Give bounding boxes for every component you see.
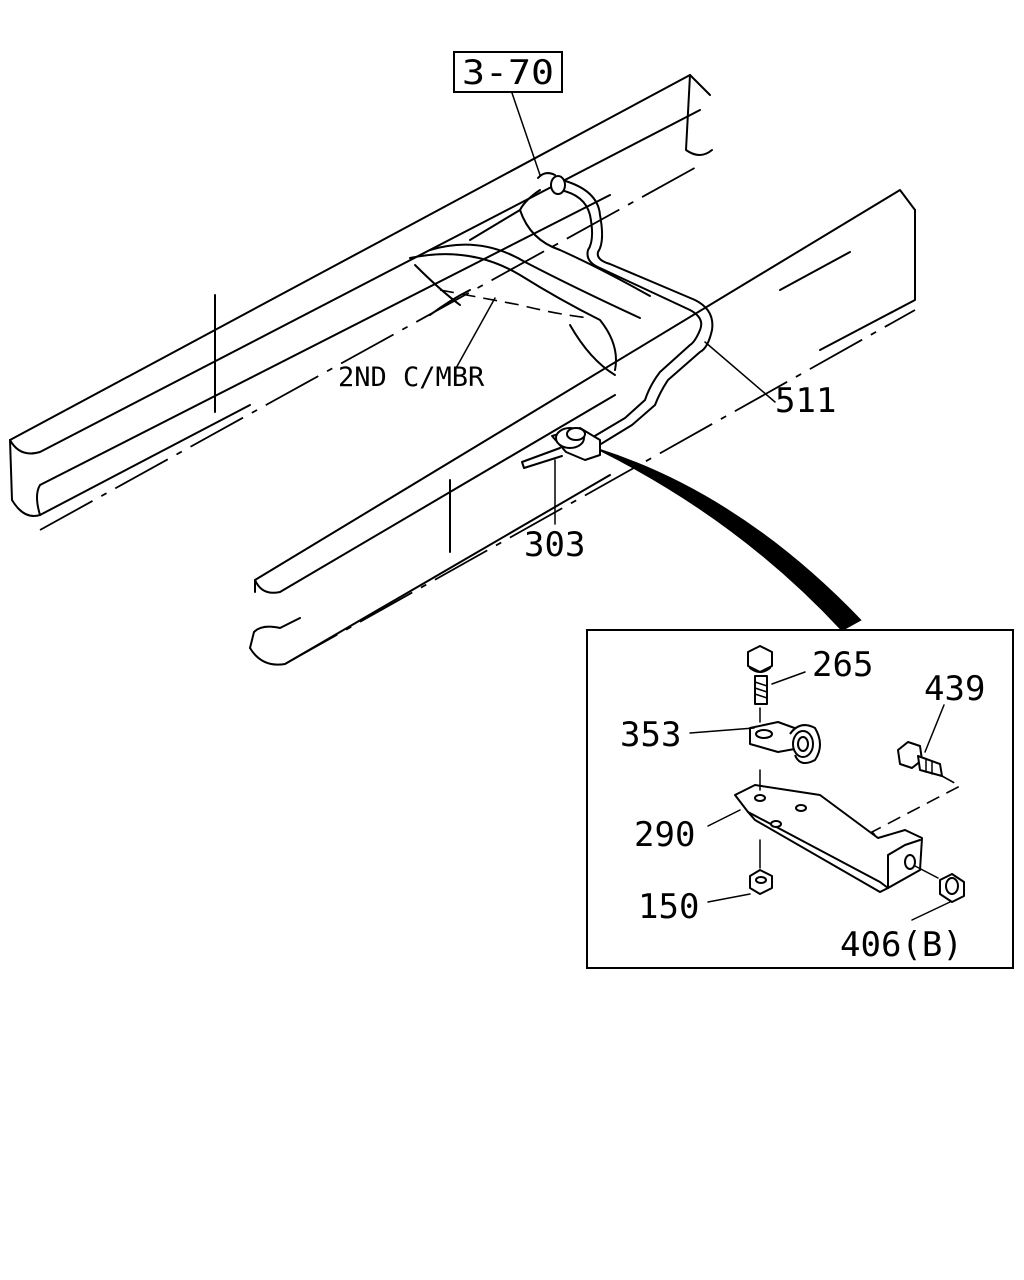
part-303-label: 303 <box>524 525 585 565</box>
part-265-label: 265 <box>812 645 873 685</box>
nut-406b <box>914 865 965 903</box>
second-crossmember <box>409 189 651 376</box>
reference-label: 3-70 <box>462 53 554 93</box>
left-frame-rail <box>9 74 713 531</box>
part-406b-label: 406(B) <box>840 925 963 965</box>
part-290-label: 290 <box>634 815 695 855</box>
reference-box <box>453 51 563 93</box>
nut-150 <box>749 869 773 895</box>
clip-303 <box>551 427 601 461</box>
leader-lines <box>454 92 776 525</box>
right-frame-rail <box>249 189 916 666</box>
part-150-label: 150 <box>638 887 699 927</box>
bolt-439 <box>870 741 962 839</box>
detail-leader-lines <box>689 671 951 921</box>
detail-callout-arrow <box>599 449 862 632</box>
pipe-511 <box>521 172 714 469</box>
part-511-label: 511 <box>775 381 836 421</box>
bracket-290 <box>734 769 923 893</box>
bolt-265 <box>747 645 773 723</box>
clip-353 <box>749 721 821 765</box>
part-439-label: 439 <box>924 669 985 709</box>
part-353-label: 353 <box>620 715 681 755</box>
crossmember-label: 2ND C/MBR <box>338 362 485 393</box>
